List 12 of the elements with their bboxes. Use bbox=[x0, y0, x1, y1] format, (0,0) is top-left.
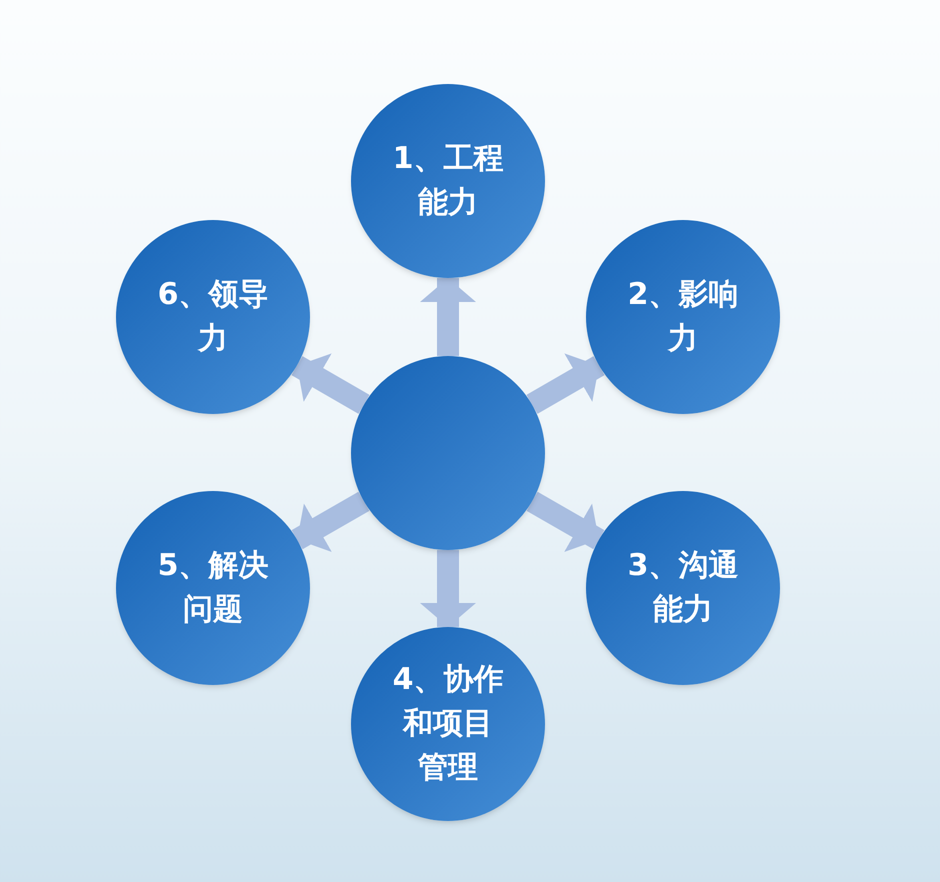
block-arrow bbox=[291, 353, 370, 414]
block-arrow bbox=[526, 353, 605, 414]
block-arrow bbox=[420, 550, 476, 627]
node-label: 2、影响力 bbox=[626, 276, 740, 358]
node-label: 6、领导力 bbox=[156, 276, 270, 358]
node-label: 4、协作和项目管理 bbox=[392, 661, 504, 787]
node-label: 1、工程能力 bbox=[392, 140, 504, 222]
block-arrow bbox=[420, 278, 476, 356]
block-arrow bbox=[292, 492, 370, 552]
block-arrow bbox=[526, 492, 604, 552]
node-label: 3、沟通能力 bbox=[626, 547, 740, 629]
node-label: 5、解决问题 bbox=[156, 547, 270, 629]
